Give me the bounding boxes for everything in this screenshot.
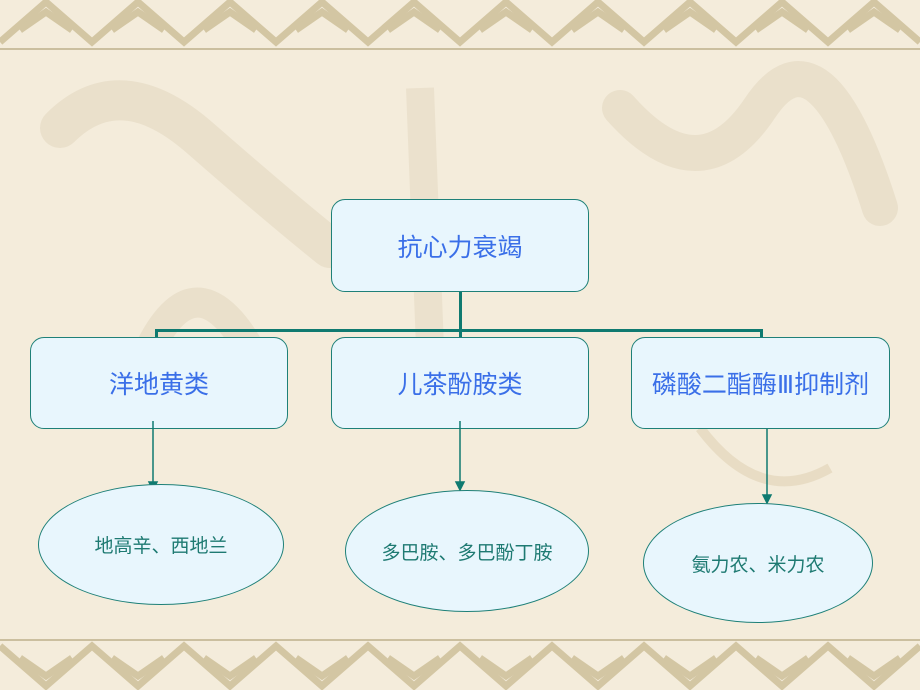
top-ornament-border bbox=[0, 0, 920, 48]
category-node-catecholamines: 儿茶酚胺类 bbox=[331, 337, 589, 429]
category-node-digitalis: 洋地黄类 bbox=[30, 337, 288, 429]
category-label: 儿茶酚胺类 bbox=[397, 370, 523, 399]
category-node-pde3-inhibitors: 磷酸二酯酶Ⅲ抑制剂 bbox=[631, 337, 890, 429]
example-node-pde3-inhibitors: 氨力农、米力农 bbox=[643, 503, 873, 623]
example-label: 氨力农、米力农 bbox=[691, 553, 825, 576]
example-label: 多巴胺、多巴酚丁胺 bbox=[381, 541, 553, 564]
bottom-border-line bbox=[0, 639, 920, 641]
background-calligraphy bbox=[40, 61, 898, 487]
top-border-line bbox=[0, 48, 920, 50]
root-node: 抗心力衰竭 bbox=[331, 199, 589, 292]
example-node-catecholamines: 多巴胺、多巴酚丁胺 bbox=[345, 490, 589, 612]
root-connector-vertical bbox=[459, 291, 462, 332]
branch-drop-right bbox=[760, 329, 763, 339]
category-label: 洋地黄类 bbox=[108, 370, 209, 399]
root-node-label: 抗心力衰竭 bbox=[397, 232, 523, 262]
category-label: 磷酸二酯酶Ⅲ抑制剂 bbox=[651, 370, 870, 399]
branch-drop-left bbox=[155, 329, 158, 339]
bottom-ornament-border bbox=[0, 640, 920, 690]
branch-drop-center bbox=[459, 329, 462, 339]
example-node-digitalis: 地高辛、西地兰 bbox=[38, 484, 284, 605]
example-label: 地高辛、西地兰 bbox=[94, 535, 228, 557]
